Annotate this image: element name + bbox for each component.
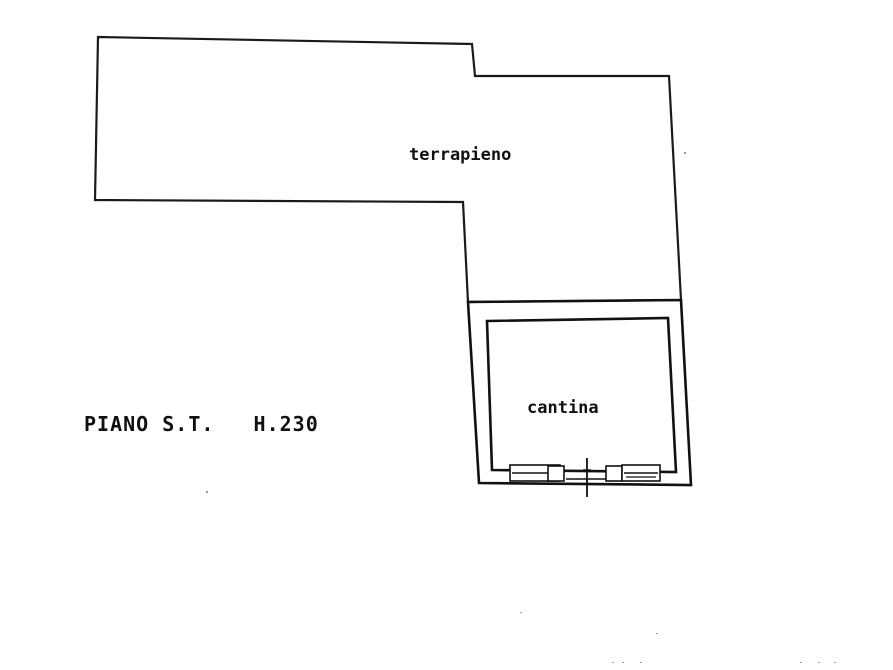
scan-noise — [206, 152, 836, 663]
window-right-frame — [605, 465, 623, 482]
cantina-bottom-openings — [509, 458, 661, 497]
floor-label: PIANO S.T. H.230 — [84, 412, 319, 436]
cantina-outer-wall — [466, 298, 693, 487]
room-label-cantina: cantina — [527, 398, 599, 418]
window-left-frame — [547, 465, 565, 482]
terrapieno-outline — [93, 35, 683, 304]
room-label-terrapieno: terrapieno — [409, 145, 511, 165]
cantina-inner-wall — [485, 316, 678, 474]
